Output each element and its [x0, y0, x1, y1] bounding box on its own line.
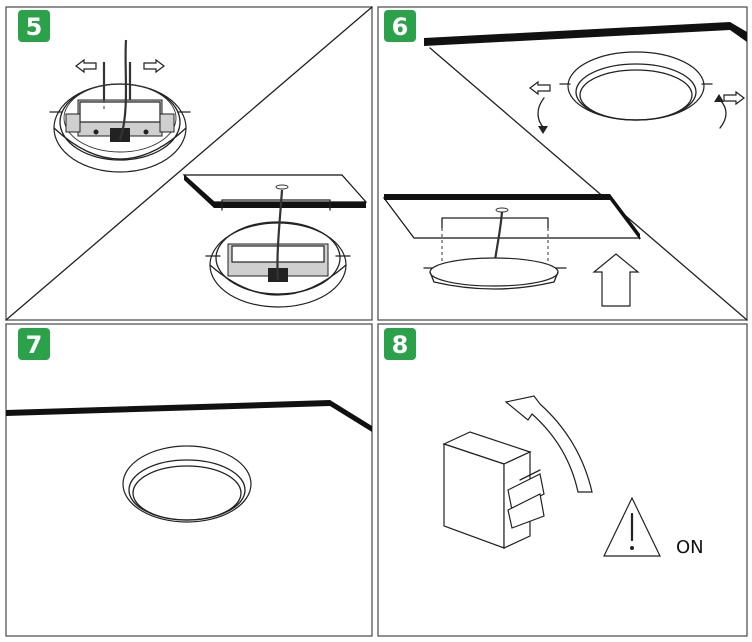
luminaire-mounted-base [205, 189, 351, 308]
step-badge-7: 7 [18, 328, 50, 360]
panel-step-8: 8 ON [377, 323, 748, 637]
panel-step-5: 5 [5, 6, 373, 321]
luminaire-wiring [49, 39, 191, 173]
panel-divider [5, 6, 373, 321]
luminaire-cover [559, 51, 713, 121]
ceiling-slab [6, 400, 372, 432]
arrow-left-icon [529, 80, 551, 96]
step-number-6: 6 [392, 13, 409, 41]
curved-arrow-icon [504, 395, 593, 493]
arrow-right-icon [143, 58, 165, 74]
warning-triangle-icon [603, 496, 661, 557]
panel-step-6: 6 [377, 6, 748, 321]
ceiling-slab [182, 174, 368, 208]
panel-step-7: 7 [5, 323, 373, 637]
luminaire-mounting [423, 207, 567, 290]
circuit-breaker-icon [442, 431, 545, 549]
luminaire-installed [122, 445, 252, 523]
step-number-8: 8 [392, 331, 409, 359]
step-badge-5: 5 [18, 10, 50, 42]
step-badge-6: 6 [384, 10, 416, 42]
rotate-up-icon [714, 94, 727, 129]
arrow-right-icon [723, 90, 745, 106]
ceiling-slab [424, 22, 747, 46]
step-badge-8: 8 [384, 328, 416, 360]
power-on-label: ON [676, 537, 704, 558]
push-up-arrow-icon [592, 253, 640, 307]
step-number-7: 7 [26, 331, 43, 359]
rotate-down-icon [537, 97, 548, 134]
step-number-5: 5 [26, 13, 43, 41]
arrow-left-icon [75, 58, 97, 74]
panel-divider [429, 47, 748, 321]
ceiling-slab [382, 194, 642, 240]
